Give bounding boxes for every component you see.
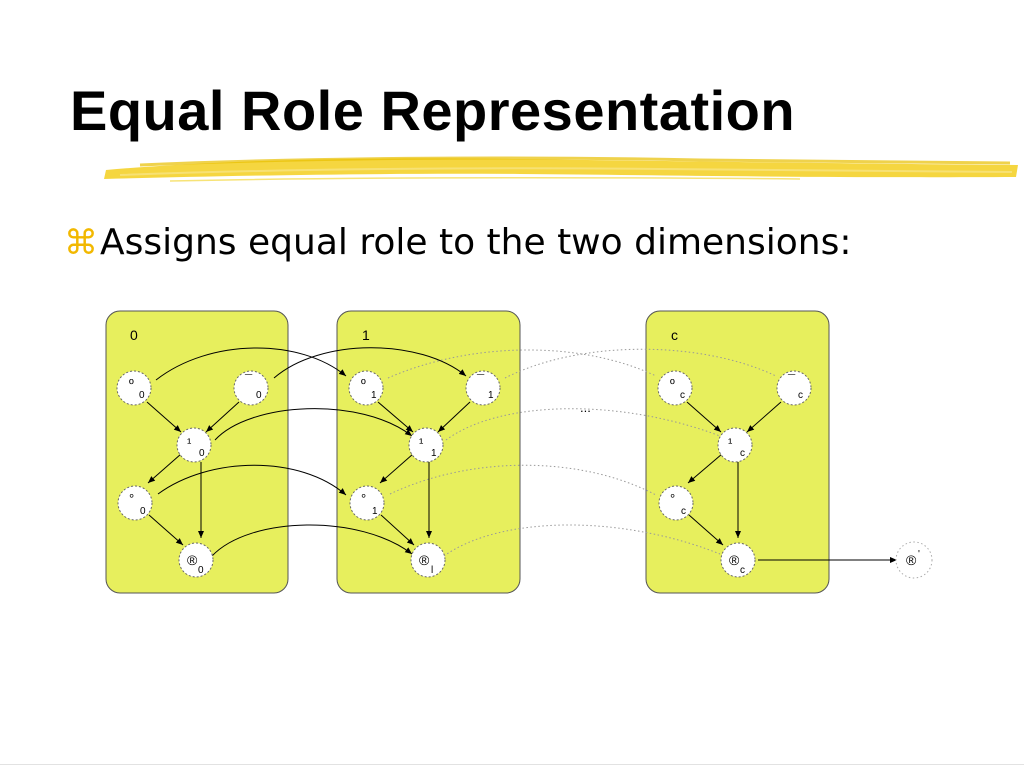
node-c-2: ¹ c bbox=[717, 427, 753, 463]
node-symbol: º bbox=[361, 376, 366, 391]
node-symbol: ® bbox=[729, 552, 740, 568]
node-subscript: c bbox=[680, 390, 685, 401]
bullet-text: Assigns equal role to the two dimensions… bbox=[100, 222, 852, 263]
panel-0-label: 0 bbox=[130, 327, 138, 343]
node-subscript: 0 bbox=[256, 390, 262, 401]
node-c-0: º c bbox=[657, 370, 693, 406]
node-1-4: ® l bbox=[410, 542, 446, 578]
cross-panel-edges bbox=[155, 347, 467, 557]
output-node: ® ' bbox=[895, 541, 933, 579]
node-symbol: ¹ bbox=[187, 435, 192, 450]
node-0-1: ¯ 0 bbox=[233, 370, 269, 406]
bullet-item: ⌘ Assigns equal role to the two dimensio… bbox=[64, 222, 851, 263]
node-subscript: 0 bbox=[139, 390, 145, 401]
node-symbol: º bbox=[129, 376, 134, 391]
cross-panel-dotted-edges bbox=[387, 348, 777, 557]
node-subscript: c bbox=[681, 506, 686, 517]
node-symbol: ® bbox=[419, 552, 430, 568]
node-0-4: ® 0 bbox=[178, 542, 214, 578]
node-symbol: ® bbox=[187, 552, 198, 568]
node-1-0: º 1 bbox=[348, 370, 384, 406]
node-subscript: 0 bbox=[198, 565, 204, 576]
node-0-2: ¹ 0 bbox=[176, 427, 212, 463]
node-1-1: ¯ 1 bbox=[465, 370, 501, 406]
node-subscript: 1 bbox=[371, 390, 377, 401]
slide-title: Equal Role Representation bbox=[70, 79, 796, 142]
node-subscript: 1 bbox=[488, 390, 494, 401]
panel-1-edges bbox=[377, 401, 471, 546]
node-subscript: ' bbox=[918, 549, 920, 560]
node-c-4: ® c bbox=[720, 542, 756, 578]
node-subscript: 0 bbox=[199, 448, 205, 459]
node-1-2: ¹ 1 bbox=[408, 427, 444, 463]
node-symbol: ° bbox=[129, 491, 134, 506]
node-subscript: c bbox=[798, 390, 803, 401]
footer-divider bbox=[0, 764, 1024, 765]
node-symbol: ¯ bbox=[787, 372, 796, 387]
node-symbol: ° bbox=[670, 491, 675, 506]
node-symbol: ¯ bbox=[476, 372, 485, 387]
node-1-3: ° 1 bbox=[349, 485, 385, 521]
node-subscript: 0 bbox=[140, 506, 146, 517]
node-c-3: ° c bbox=[658, 485, 694, 521]
node-symbol: ¯ bbox=[244, 372, 253, 387]
node-0-3: ° 0 bbox=[117, 485, 153, 521]
node-symbol: ¹ bbox=[419, 435, 424, 450]
node-c-1: ¯ c bbox=[776, 370, 812, 406]
panel-1-label: 1 bbox=[362, 327, 370, 343]
node-symbol: ° bbox=[361, 491, 366, 506]
command-key-icon: ⌘ bbox=[64, 222, 98, 263]
node-symbol: ® bbox=[906, 552, 917, 568]
node-subscript: 1 bbox=[431, 448, 437, 459]
ellipsis: ... bbox=[580, 400, 591, 415]
panel-0-edges bbox=[146, 401, 240, 546]
panel-c-label: c bbox=[671, 327, 678, 343]
title-underline-stroke bbox=[104, 156, 1018, 182]
node-subscript: 1 bbox=[372, 506, 378, 517]
node-symbol: º bbox=[670, 376, 675, 391]
panel-c-edges bbox=[686, 401, 782, 546]
node-subscript: c bbox=[740, 565, 745, 576]
node-symbol: ¹ bbox=[728, 435, 733, 450]
node-0-0: º 0 bbox=[116, 370, 152, 406]
node-subscript: c bbox=[740, 448, 745, 459]
node-subscript: l bbox=[431, 565, 433, 576]
